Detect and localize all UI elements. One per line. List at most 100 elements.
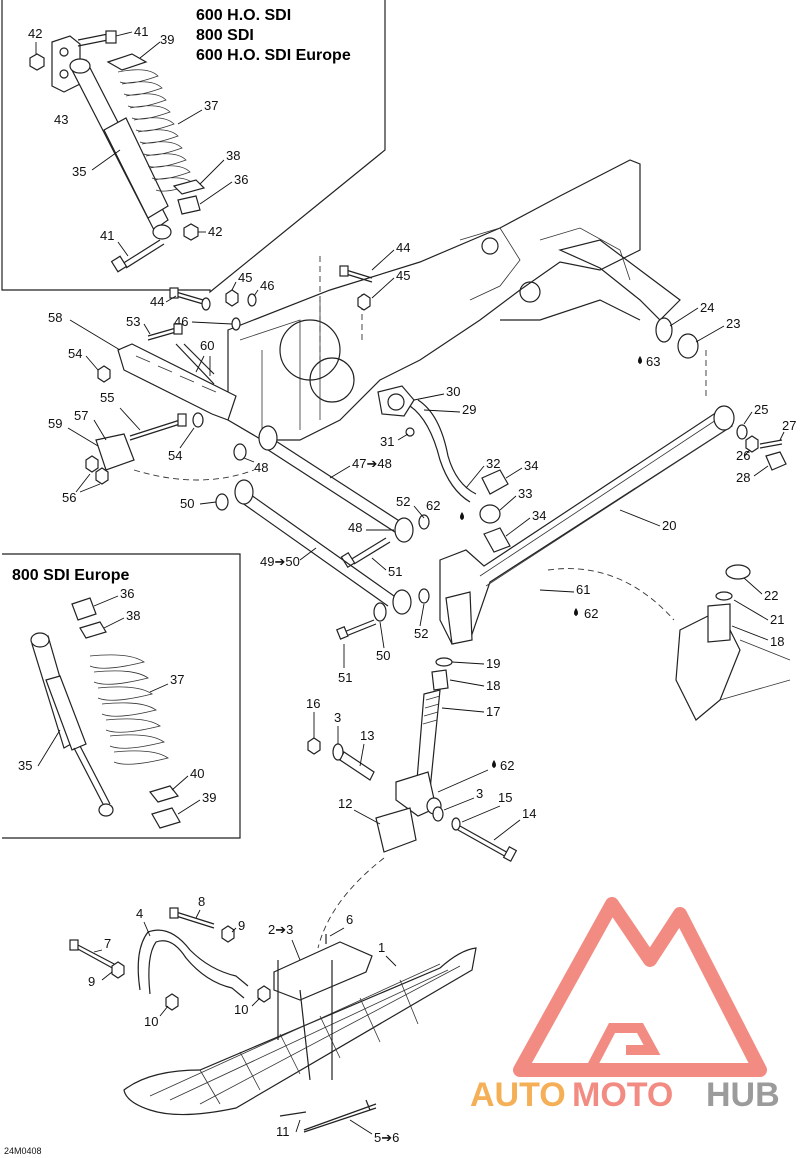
ski-axle-hardware	[307, 737, 518, 862]
callout-23: 23	[726, 316, 740, 331]
callout-18-right: 18	[770, 634, 784, 649]
callout-35-top: 35	[72, 164, 86, 179]
coil-spring	[117, 69, 195, 192]
shock-absorber-cylinder	[103, 117, 169, 219]
frame-boss-outline	[279, 319, 341, 381]
leader	[199, 159, 225, 185]
spring-retainer	[71, 597, 97, 621]
spring-adjuster	[148, 785, 180, 803]
leader	[371, 277, 395, 299]
leader	[93, 949, 103, 953]
upper-bolt-head	[105, 30, 117, 44]
callout-16: 16	[306, 696, 320, 711]
callout-7: 7	[104, 936, 111, 951]
bracket-hole	[59, 47, 69, 57]
leader	[743, 577, 763, 595]
callout-61: 61	[576, 582, 590, 597]
callout-27: 27	[782, 418, 796, 433]
inset-shock-800-europe: 800 SDI Europe 36 38 37 35 40 39	[2, 553, 241, 839]
leader	[291, 939, 301, 961]
callout-5-6: 5➔6	[374, 1130, 399, 1145]
upper-bolt	[77, 33, 109, 47]
callout-10-left: 10	[144, 1014, 158, 1029]
callout-15: 15	[498, 790, 512, 805]
leader	[385, 955, 397, 967]
logo-text-moto: MOTO	[572, 1076, 673, 1114]
frame-hardware	[169, 265, 373, 331]
arm-pivot-hardware	[736, 424, 787, 471]
leader	[619, 509, 661, 527]
callout-18-center: 18	[486, 678, 500, 693]
inset-frame-top	[1, 0, 386, 294]
leader	[731, 625, 769, 641]
callout-30: 30	[446, 384, 460, 399]
leader	[419, 603, 425, 627]
leader	[119, 407, 141, 431]
leader	[413, 505, 425, 519]
inset-title-line-2: 800 SDI	[196, 27, 254, 44]
callout-39-top: 39	[160, 32, 174, 47]
leader	[743, 449, 751, 457]
grease-icon	[638, 356, 642, 364]
leader	[299, 547, 317, 561]
leader	[493, 819, 521, 841]
callout-44-left: 44	[150, 294, 164, 309]
callout-49-50: 49➔50	[260, 554, 300, 569]
leader	[397, 433, 409, 441]
leader	[539, 589, 575, 593]
leader	[505, 517, 531, 537]
lower-bolt-head	[110, 255, 128, 273]
callout-56: 56	[62, 490, 76, 505]
callout-28: 28	[736, 470, 750, 485]
callout-48-right: 48	[348, 520, 362, 535]
automotohub-logo: AUTO MOTO HUB	[470, 897, 780, 1114]
upper-pivot-bushings	[655, 317, 707, 400]
chassis-frame	[227, 159, 681, 441]
callout-36-top: 36	[234, 172, 248, 187]
grease-icon	[492, 760, 496, 768]
callout-20: 20	[662, 518, 676, 533]
assembly-line	[317, 857, 385, 949]
callout-1: 1	[378, 940, 385, 955]
callout-10-right: 10	[234, 1002, 248, 1017]
grease-icon	[574, 608, 578, 616]
grease-icon	[460, 512, 464, 520]
tie-rod-end-cap	[481, 469, 509, 495]
leader	[349, 1119, 373, 1135]
callout-4: 4	[136, 906, 143, 921]
leader	[371, 249, 395, 271]
callout-51-upper: 51	[388, 564, 402, 579]
leader	[171, 775, 189, 791]
callout-62-arm: 62	[426, 498, 440, 513]
leader	[413, 393, 445, 401]
callout-39-bottom: 39	[202, 790, 216, 805]
leader	[451, 661, 485, 665]
coil-spring	[89, 654, 169, 765]
callout-54-left: 54	[68, 346, 82, 361]
frame-lower-rail	[500, 299, 641, 321]
callout-37-bottom: 37	[170, 672, 184, 687]
nut	[29, 53, 45, 71]
leader	[149, 683, 169, 693]
spring-lower-seat	[177, 195, 201, 215]
leader	[423, 409, 461, 413]
leader	[85, 355, 99, 371]
callout-21: 21	[770, 612, 784, 627]
callout-57: 57	[74, 408, 88, 423]
callout-45-right: 45	[396, 268, 410, 283]
leader	[199, 501, 217, 505]
callout-42-top: 42	[28, 26, 42, 41]
leader	[443, 797, 475, 811]
inset-title-line-3: 600 H.O. SDI Europe	[196, 47, 351, 64]
callout-43: 43	[54, 112, 68, 127]
callout-12: 12	[338, 796, 352, 811]
bracket-hole	[59, 69, 69, 79]
nut	[183, 223, 199, 241]
leader	[115, 31, 133, 37]
callout-9-left: 9	[88, 974, 95, 989]
leader	[67, 427, 99, 447]
frame-hole	[481, 237, 499, 255]
leader	[437, 769, 489, 793]
logo-text-hub: HUB	[706, 1076, 780, 1114]
callout-60: 60	[200, 338, 214, 353]
